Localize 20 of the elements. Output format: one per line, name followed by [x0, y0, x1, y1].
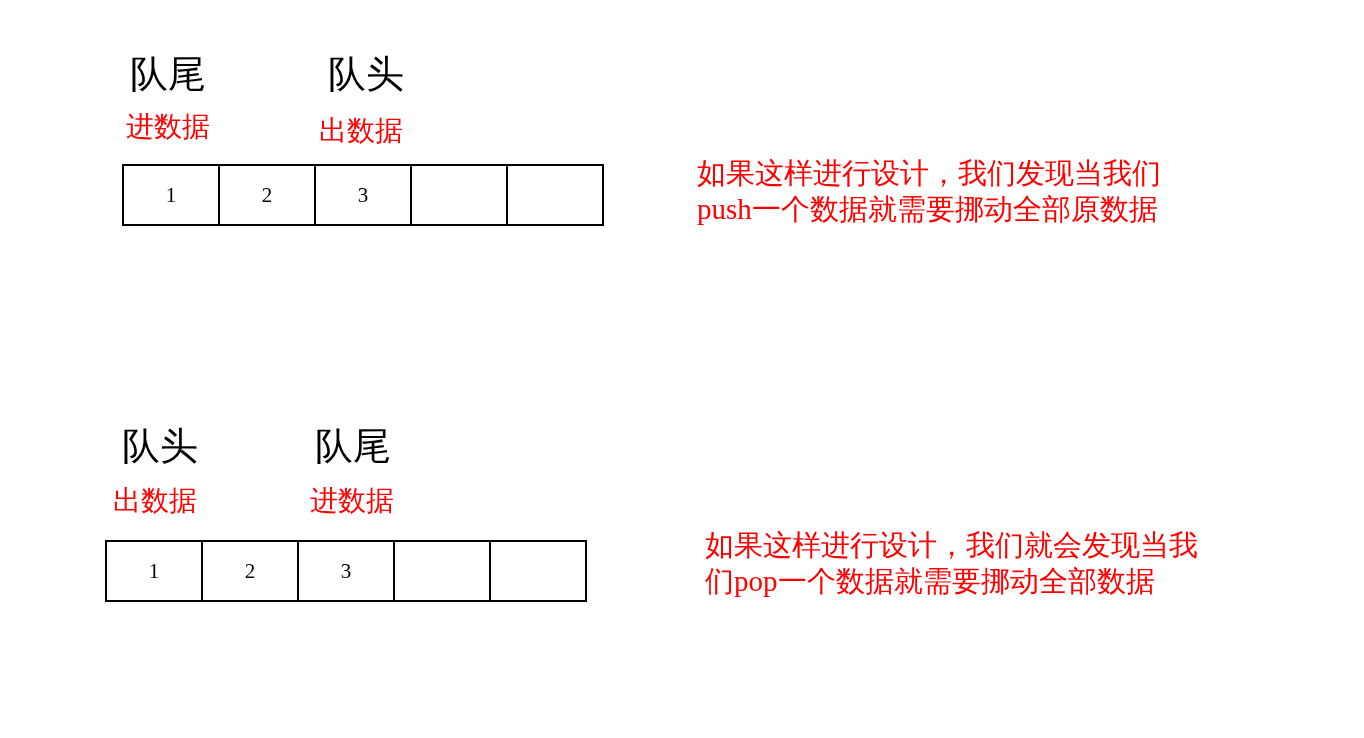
queue-position-label: 队尾 — [130, 55, 206, 93]
queue-position-label: 队头 — [122, 427, 198, 465]
array-cell: 2 — [218, 164, 316, 226]
array-cell — [489, 540, 587, 602]
array-cell — [393, 540, 491, 602]
queue-position-label: 队尾 — [315, 427, 391, 465]
operation-label: 出数据 — [319, 117, 403, 145]
array-cell: 1 — [122, 164, 220, 226]
queue-position-label: 队头 — [328, 55, 404, 93]
array-cell — [410, 164, 508, 226]
operation-label: 进数据 — [126, 113, 210, 141]
operation-label: 进数据 — [310, 487, 394, 515]
array-cell: 1 — [105, 540, 203, 602]
array-cell: 3 — [314, 164, 412, 226]
array-cell: 3 — [297, 540, 395, 602]
operation-label: 出数据 — [113, 487, 197, 515]
explanation-text: 如果这样进行设计，我们就会发现当我们pop一个数据就需要挪动全部数据 — [705, 528, 1199, 599]
array-cell: 2 — [201, 540, 299, 602]
array-cell — [506, 164, 604, 226]
explanation-text: 如果这样进行设计，我们发现当我们push一个数据就需要挪动全部原数据 — [697, 156, 1162, 227]
